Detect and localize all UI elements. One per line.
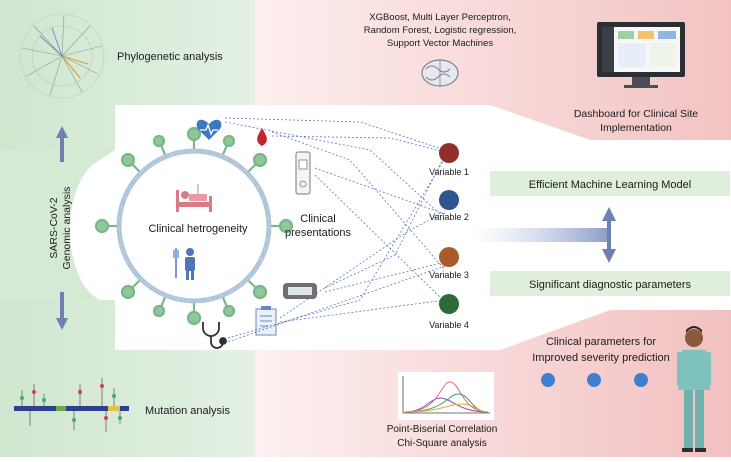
output-arrows xyxy=(470,207,616,263)
clinical-presentations-line-2: presentations xyxy=(285,227,352,239)
mutation-analysis-label: Mutation analysis xyxy=(145,405,230,417)
genomic-label-line-2: Genomic analysis xyxy=(61,187,73,270)
phylogenetic-analysis-label: Phylogenetic analysis xyxy=(117,51,223,63)
green-panel-top-left xyxy=(0,0,255,150)
dashboard-label-line-1: Dashboard for Clinical Site xyxy=(574,108,698,120)
phylogenetic-tree-icon xyxy=(19,13,105,99)
mutation-map-icon xyxy=(14,378,129,432)
severity-dot-3 xyxy=(634,373,648,387)
severity-label-line-1: Clinical parameters for xyxy=(546,336,656,348)
patient-iv-icon xyxy=(173,248,195,280)
connection-lines xyxy=(224,117,446,343)
brain-icon xyxy=(421,59,459,87)
green-panel-bottom-left xyxy=(0,300,255,457)
algorithms-line-3: Support Vector Machines xyxy=(387,38,493,49)
variable-1-label: Variable 1 xyxy=(429,167,469,177)
variable-2-dot xyxy=(439,190,459,210)
dashboard-monitor-icon xyxy=(597,22,685,88)
clinical-heterogeneity-label: Clinical hetrogeneity xyxy=(148,223,248,235)
hospital-bed-icon xyxy=(176,184,212,212)
test-strip-icon xyxy=(295,151,311,195)
variable-3-label: Variable 3 xyxy=(429,270,469,280)
stats-label-line-1: Point-Biserial Correlation xyxy=(387,424,498,435)
virus-particle-icon xyxy=(94,126,294,326)
algorithms-line-2: Random Forest, Logistic regression, xyxy=(364,25,517,36)
variables-group: Variable 1 Variable 2 Variable 3 Variabl… xyxy=(429,143,469,330)
severity-label-line-2: Improved severity prediction xyxy=(532,352,670,364)
stats-label-line-2: Chi-Square analysis xyxy=(397,438,487,449)
model-box xyxy=(490,171,730,196)
heart-monitor-icon xyxy=(196,119,222,140)
severity-dot-1 xyxy=(541,373,555,387)
distribution-chart-icon xyxy=(398,372,494,420)
variable-1-dot xyxy=(439,143,459,163)
algorithms-text: XGBoost, Multi Layer Perceptron, Random … xyxy=(364,12,517,49)
medical-report-icon xyxy=(255,306,277,336)
variable-4-label: Variable 4 xyxy=(429,320,469,330)
genomic-label-line-1: SARS-CoV-2 xyxy=(48,197,60,258)
stethoscope-icon xyxy=(202,322,227,349)
blood-drop-icon xyxy=(257,128,267,146)
model-label: Efficient Machine Learning Model xyxy=(529,179,691,191)
dashboard-label-line-2: Implementation xyxy=(600,122,672,134)
variable-3-dot xyxy=(439,247,459,267)
severity-dot-2 xyxy=(587,373,601,387)
variable-4-dot xyxy=(439,294,459,314)
clinical-presentations-line-1: Clinical xyxy=(300,213,335,225)
genomic-arrows xyxy=(56,126,68,330)
params-box xyxy=(490,271,730,296)
params-label: Significant diagnostic parameters xyxy=(529,279,692,291)
variable-2-label: Variable 2 xyxy=(429,212,469,222)
doctor-icon xyxy=(677,326,711,452)
pulse-oximeter-icon xyxy=(283,283,317,299)
algorithms-line-1: XGBoost, Multi Layer Perceptron, xyxy=(369,12,511,23)
